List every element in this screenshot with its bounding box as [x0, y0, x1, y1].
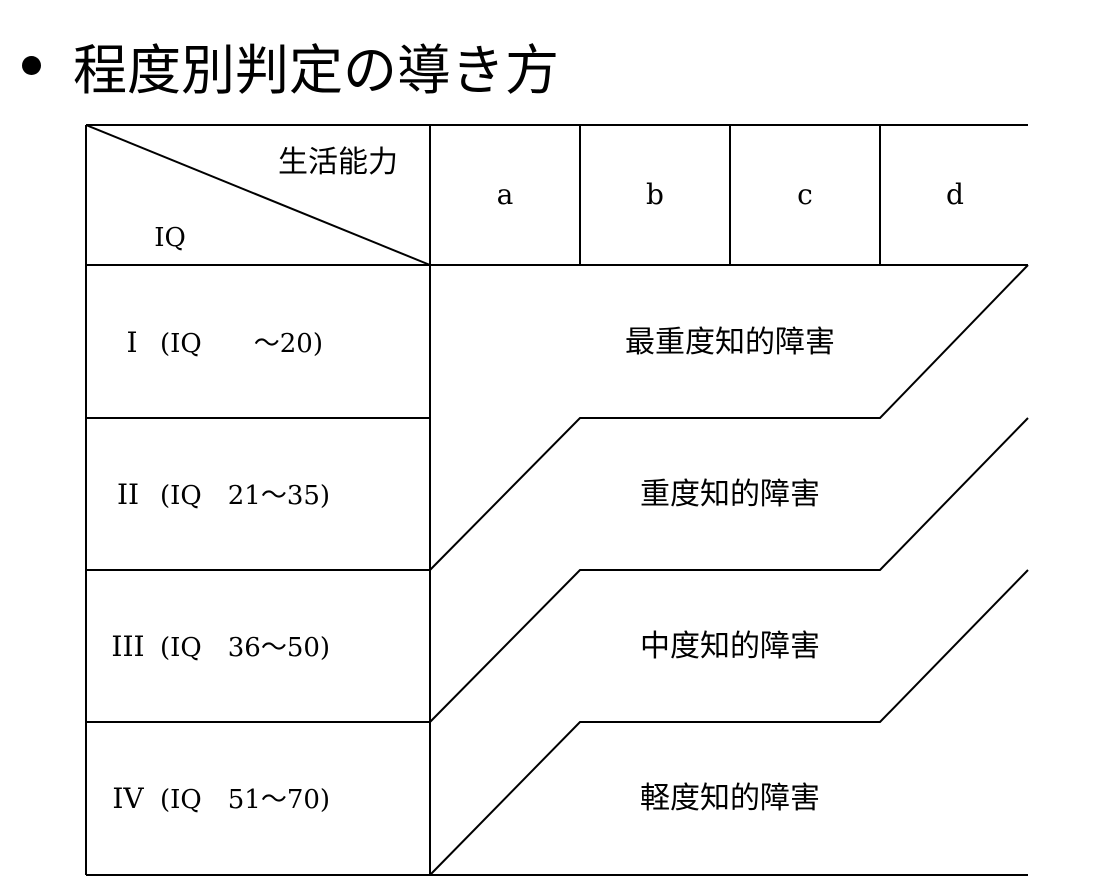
column-header-b: b: [646, 178, 664, 211]
corner-diagonal: [85, 124, 431, 266]
band-label-profound: 最重度知的障害: [625, 325, 835, 360]
row-level-2: II: [117, 478, 139, 511]
corner-bottom-label: IQ: [154, 223, 186, 253]
column-header-c: c: [797, 178, 813, 211]
band-boundary-3: [429, 569, 1029, 876]
band-boundary-2: [429, 417, 1029, 723]
row-range-1: (IQ ～20): [160, 329, 323, 359]
row-range-4: (IQ 51～70): [160, 785, 330, 815]
slide-title: 程度別判定の導き方: [22, 20, 559, 110]
row-range-3: (IQ 36～50): [160, 633, 330, 663]
column-header-d: d: [946, 178, 964, 211]
band-label-severe: 重度知的障害: [640, 477, 820, 512]
band-boundary-1: [429, 264, 1029, 571]
row-level-1: I: [126, 326, 137, 359]
column-header-a: a: [497, 178, 514, 211]
slide-title-text: 程度別判定の導き方: [73, 38, 559, 102]
corner-top-label: 生活能力: [278, 145, 398, 180]
row-level-4: IV: [112, 782, 144, 815]
band-label-moderate: 中度知的障害: [640, 629, 820, 664]
band-label-mild: 軽度知的障害: [640, 781, 820, 816]
row-range-2: (IQ 21～35): [160, 481, 330, 511]
row-level-3: III: [111, 630, 144, 663]
bullet-icon: [22, 55, 41, 75]
